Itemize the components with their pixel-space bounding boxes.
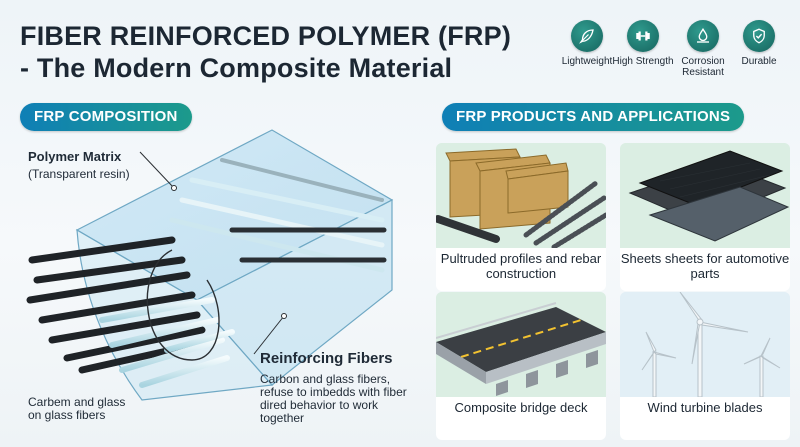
- badge-durable: Durable: [728, 20, 790, 67]
- shield-check-icon: [743, 20, 775, 52]
- badge-label: Lightweight: [561, 56, 613, 67]
- embedded-fibers: [169, 158, 387, 273]
- products-heading: FRP PRODUCTS AND APPLICATIONS: [442, 103, 745, 131]
- product-caption: Pultruded profiles and rebar constructio…: [440, 251, 602, 281]
- badge-label: High Strength: [612, 56, 674, 67]
- bridge-deck-image: [436, 292, 606, 397]
- feather-icon: [571, 20, 603, 52]
- water-drop-icon: [687, 20, 719, 52]
- product-card-sheets: Sheets sheets for automotive parts: [620, 143, 790, 291]
- badge-label: Durable: [741, 56, 777, 67]
- wind-turbine-image: [620, 292, 790, 397]
- fiber-binding-loop: [146, 249, 220, 361]
- product-card-pultruded-profiles: Pultruded profiles and rebar constructio…: [436, 143, 606, 291]
- frp-composition-illustration: [26, 129, 394, 401]
- badge-lightweight: Lightweight: [556, 20, 618, 67]
- product-card-bridge-deck: Composite bridge deck: [436, 292, 606, 440]
- reinforcing-fibers-label: Reinforcing Fibers: [260, 350, 393, 367]
- pultruded-profiles-image: [436, 143, 606, 248]
- polymer-matrix-sublabel: (Transparent resin): [28, 167, 130, 181]
- badge-high-strength: High Strength: [612, 20, 674, 67]
- product-caption: Sheets sheets for automotive parts: [620, 251, 790, 281]
- protruding-fibers: [26, 236, 235, 388]
- polymer-matrix-label: Polymer Matrix: [28, 149, 122, 164]
- fibers-leader-line: [253, 315, 285, 355]
- property-badges: Lightweight High Strength Corrosion Resi…: [556, 20, 788, 90]
- reinforcing-fibers-description: Carbon and glass fibers, refuse to imbed…: [260, 372, 407, 425]
- dumbbell-icon: [627, 20, 659, 52]
- badge-label: Corrosion Resistant: [681, 56, 725, 78]
- product-card-wind-turbine: Wind turbine blades: [620, 292, 790, 440]
- page-title: FIBER REINFORCED POLYMER (FRP) - The Mod…: [20, 20, 511, 84]
- product-caption: Wind turbine blades: [647, 400, 763, 415]
- composition-heading: FRP COMPOSITION: [20, 103, 192, 131]
- badge-corrosion-resistant: Corrosion Resistant: [672, 20, 734, 78]
- bottom-fiber-note: Carbem and glass on glass fibers: [28, 395, 126, 422]
- product-caption: Composite bridge deck: [454, 400, 588, 415]
- title-line-2: - The Modern Composite Material: [20, 53, 453, 83]
- title-line-1: FIBER REINFORCED POLYMER (FRP): [20, 21, 512, 51]
- carbon-sheets-image: [620, 143, 790, 248]
- matrix-leader-line: [139, 151, 175, 189]
